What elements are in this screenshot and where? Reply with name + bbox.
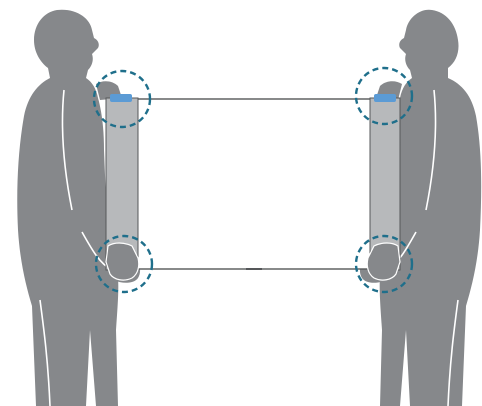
- bottom-left-grip-callout: [94, 234, 154, 294]
- right-protective-tape: [374, 94, 396, 102]
- right-person-silhouette: [379, 9, 482, 406]
- right-bottom-hand: [366, 242, 401, 281]
- top-right-grip-callout: [354, 66, 414, 126]
- tv-screen-outline: [123, 98, 387, 270]
- bottom-right-grip-callout: [354, 234, 414, 294]
- tv-panel: [105, 94, 401, 271]
- left-bottom-hand: [105, 242, 140, 281]
- callout-circles: [92, 66, 414, 294]
- tv-right-side: [369, 97, 401, 271]
- left-person-arm: [68, 98, 141, 283]
- left-person: [17, 9, 141, 406]
- left-person-silhouette: [17, 9, 119, 406]
- left-protective-tape: [110, 94, 132, 102]
- top-left-grip-callout: [92, 69, 152, 129]
- bottom-hands: [105, 242, 401, 281]
